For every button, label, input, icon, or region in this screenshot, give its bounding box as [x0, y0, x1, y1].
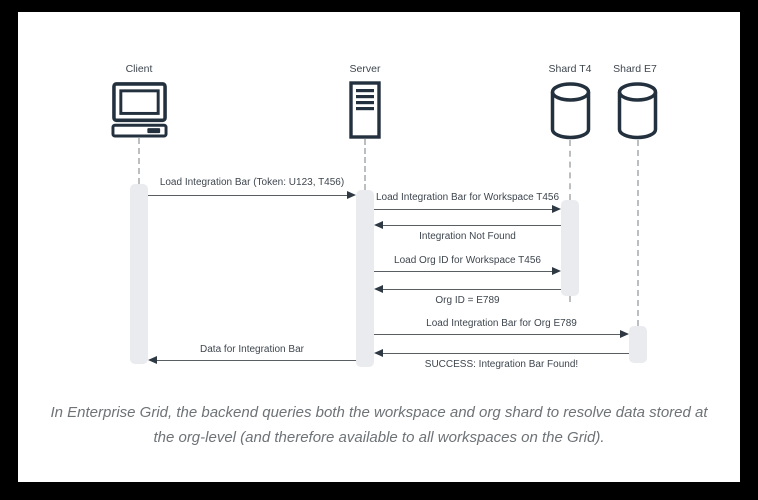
diagram-caption: In Enterprise Grid, the backend queries …	[18, 400, 740, 450]
message-label: Load Integration Bar for Org E789	[426, 318, 577, 329]
message-label: SUCCESS: Integration Bar Found!	[424, 359, 579, 370]
caption-line-1: In Enterprise Grid, the backend queries …	[50, 404, 708, 421]
arrow-line	[382, 225, 561, 226]
arrowhead-right-icon	[347, 191, 356, 199]
arrow-line	[148, 195, 348, 196]
lifeline-shard-t4-stub	[569, 296, 571, 302]
arrow-line	[156, 360, 356, 361]
message-arrow: Data for Integration Bar	[148, 344, 356, 368]
activation-bar-shard-e7	[629, 326, 647, 363]
actor-label-client: Client	[125, 63, 153, 75]
message-label: Load Integration Bar (Token: U123, T456)	[159, 177, 345, 188]
arrowhead-left-icon	[374, 221, 383, 229]
arrowhead-right-icon	[552, 205, 561, 213]
activation-bar-shard-t4	[561, 200, 579, 296]
arrowhead-left-icon	[374, 285, 383, 293]
message-arrow: Load Integration Bar for Workspace T456	[374, 192, 561, 216]
message-label: Load Integration Bar for Workspace T456	[375, 192, 560, 203]
message-arrow: Org ID = E789	[374, 285, 561, 313]
arrow-line	[374, 334, 621, 335]
arrow-line	[374, 209, 553, 210]
actor-label-shard-t4: Shard T4	[548, 63, 592, 75]
activation-bar-server	[356, 190, 374, 367]
arrowhead-left-icon	[148, 356, 157, 364]
lifeline-server	[364, 139, 366, 190]
message-label: Load Org ID for Workspace T456	[394, 255, 541, 266]
database-icon	[617, 82, 658, 140]
server-icon	[349, 81, 381, 139]
message-label: Data for Integration Bar	[200, 344, 304, 355]
message-arrow: SUCCESS: Integration Bar Found!	[374, 349, 629, 377]
message-label: Org ID = E789	[435, 295, 500, 306]
lifeline-client	[138, 138, 140, 184]
arrowhead-left-icon	[374, 349, 383, 357]
arrow-line	[382, 289, 561, 290]
message-arrow: Load Integration Bar for Org E789	[374, 318, 629, 342]
caption-line-2: the org-level (and therefore available t…	[153, 429, 605, 446]
message-arrow: Load Org ID for Workspace T456	[374, 255, 561, 279]
lifeline-shard-t4	[569, 140, 571, 200]
diagram-canvas: Client Server Shard T4 Shard E7	[18, 12, 740, 482]
actor-label-server: Server	[349, 63, 381, 75]
activation-bar-client	[130, 184, 148, 364]
lifeline-shard-e7	[637, 140, 639, 326]
message-arrow: Load Integration Bar (Token: U123, T456)	[148, 177, 356, 201]
message-label: Integration Not Found	[419, 231, 516, 242]
actor-label-shard-e7: Shard E7	[613, 63, 657, 75]
computer-icon	[111, 81, 168, 138]
database-icon	[550, 82, 591, 140]
arrow-line	[374, 271, 553, 272]
arrowhead-right-icon	[620, 330, 629, 338]
arrowhead-right-icon	[552, 267, 561, 275]
message-arrow: Integration Not Found	[374, 221, 561, 249]
arrow-line	[382, 353, 629, 354]
